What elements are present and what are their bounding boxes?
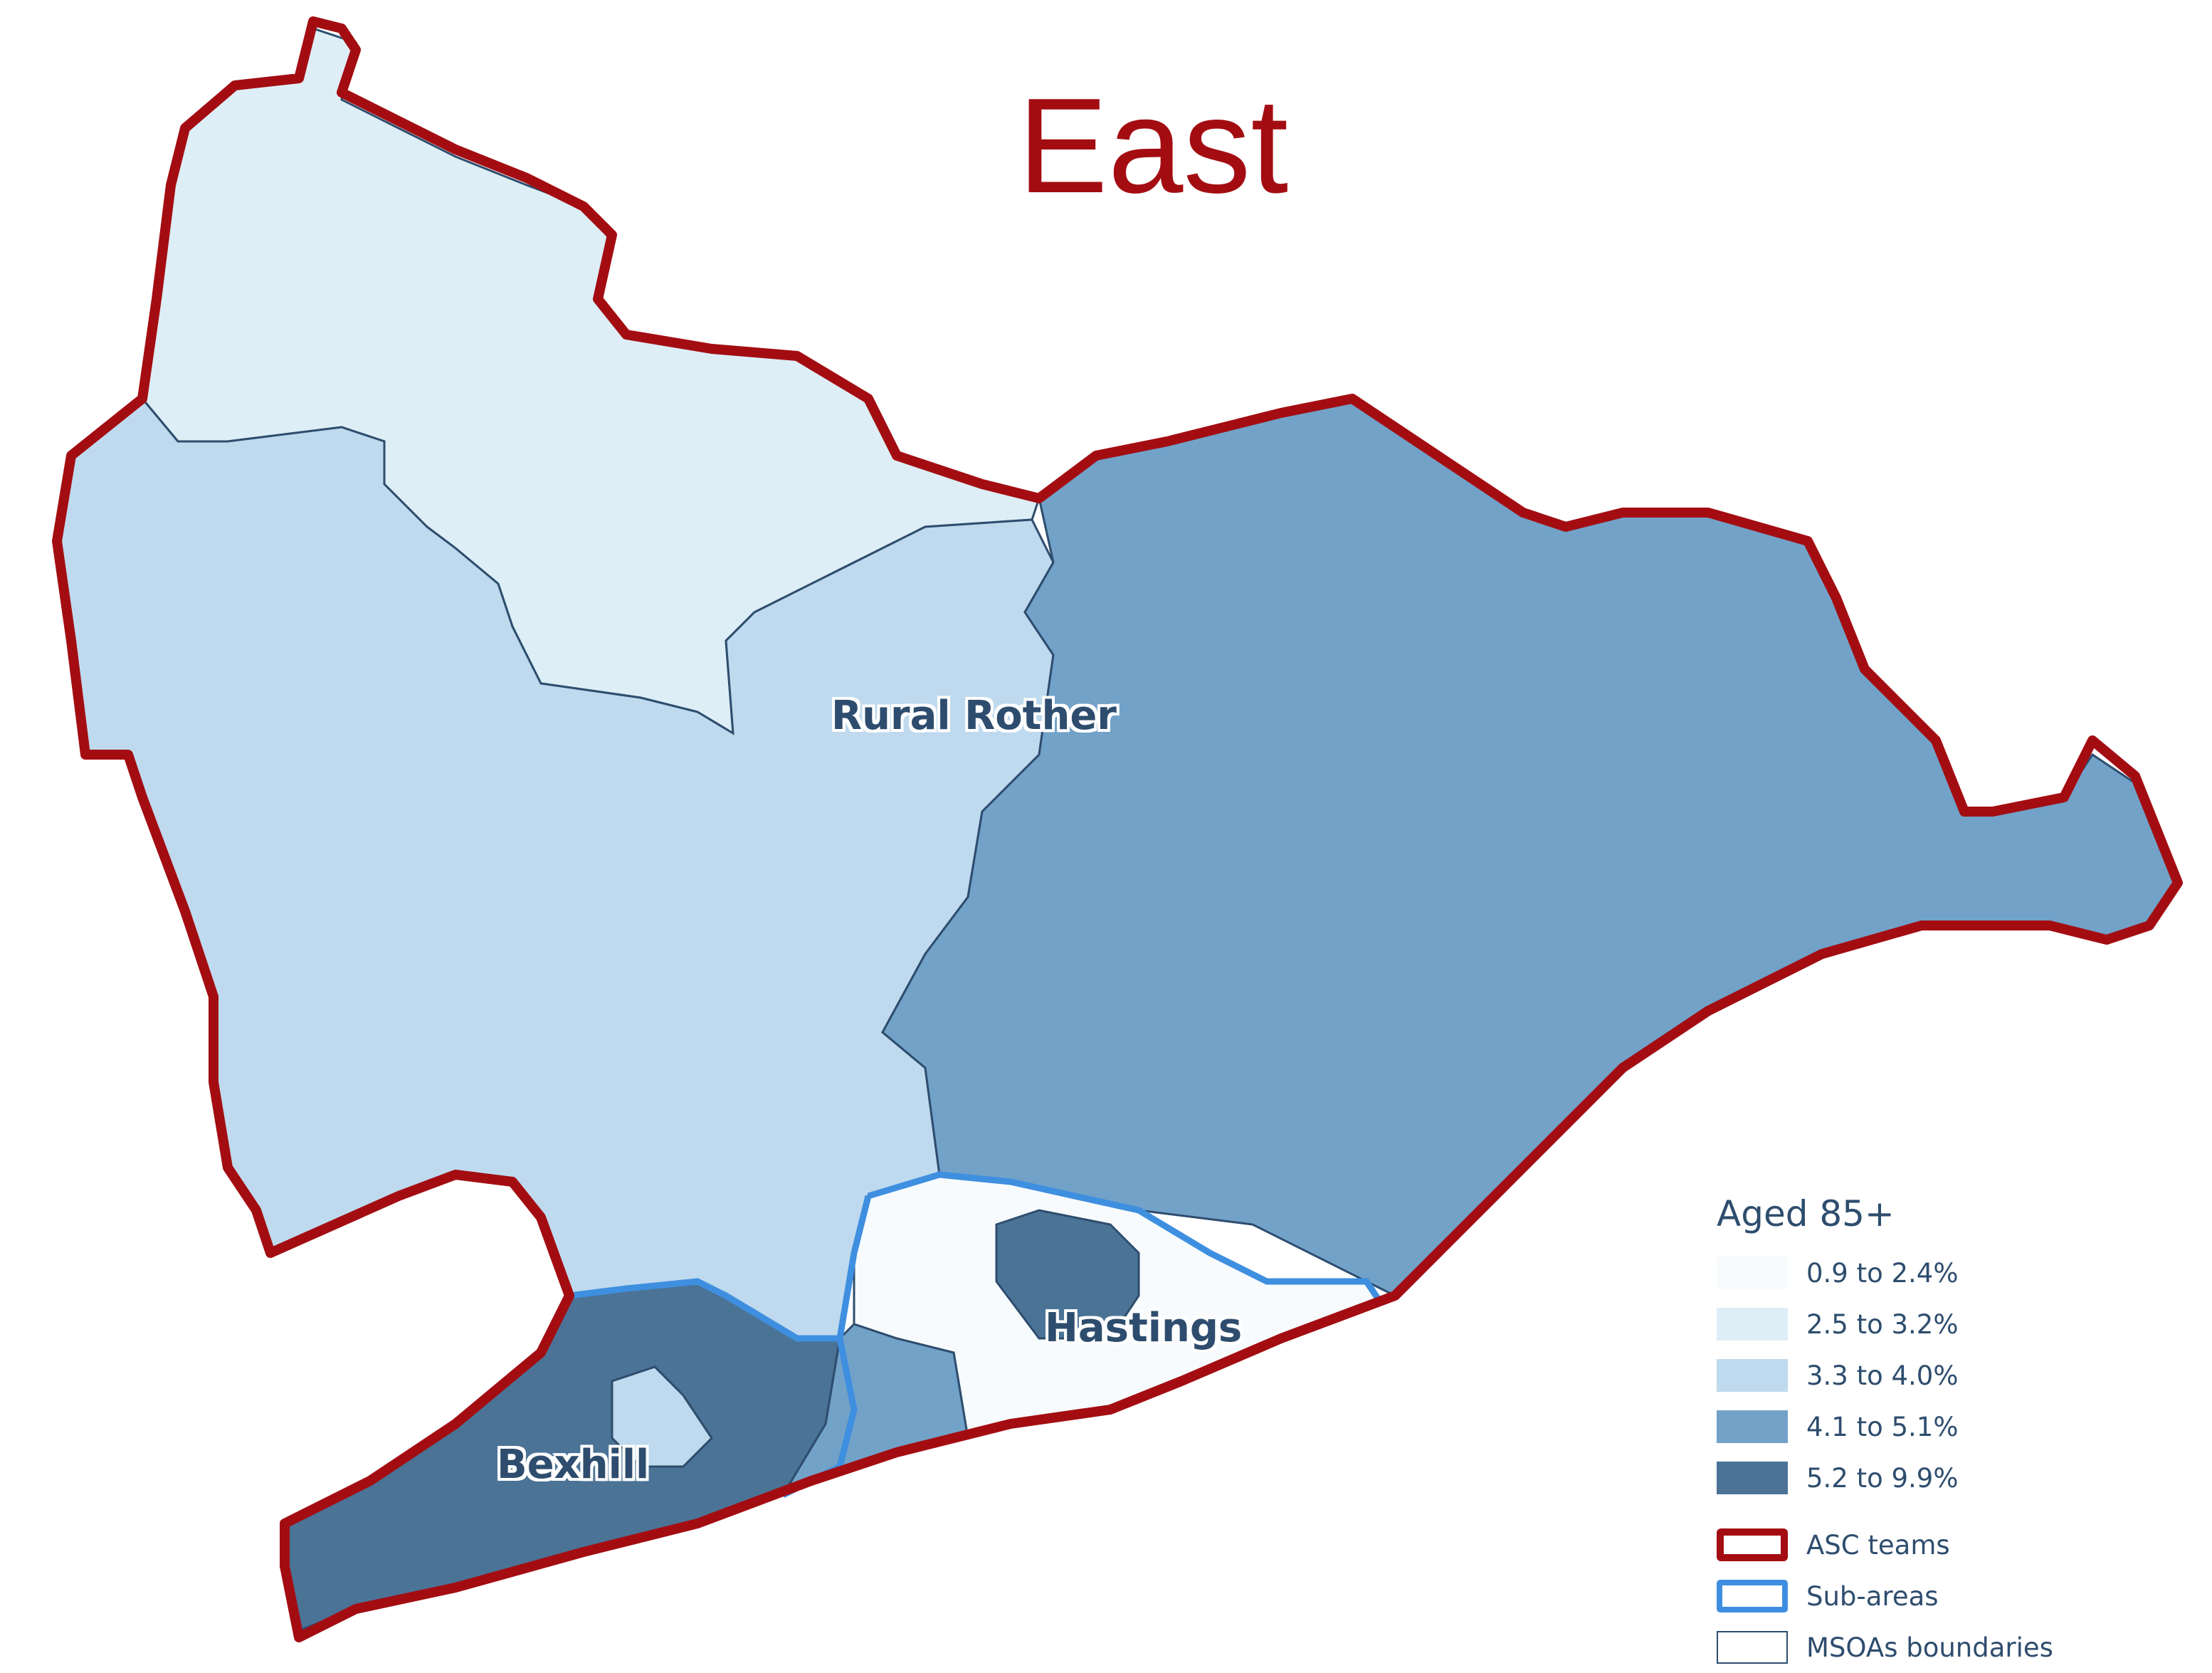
label-hastings: Hastings [1045, 1305, 1243, 1351]
legend-label: MSOAs boundaries [1806, 1632, 2053, 1663]
legend-title: Aged 85+ [1717, 1193, 1895, 1234]
legend-swatch-msoa [1717, 1631, 1788, 1664]
legend-swatch [1717, 1462, 1788, 1494]
legend-class-3: 3.3 to 4.0% [1717, 1350, 2172, 1401]
legend-msoa: MSOAs boundaries [1717, 1622, 2172, 1673]
legend-swatch-asc [1717, 1528, 1788, 1561]
label-rural-rother: Rural Rother [831, 693, 1117, 739]
legend-swatch [1717, 1257, 1788, 1289]
legend-sub-areas: Sub-areas [1717, 1570, 2172, 1622]
legend-label: 2.5 to 3.2% [1806, 1308, 1959, 1340]
region-hastings-dark [995, 1209, 1140, 1340]
legend-swatch [1717, 1308, 1788, 1341]
legend-label: 5.2 to 9.9% [1806, 1462, 1959, 1494]
legend-class-4: 4.1 to 5.1% [1717, 1401, 2172, 1452]
legend-swatch-sub-areas [1717, 1580, 1788, 1612]
legend-swatch [1717, 1359, 1788, 1392]
legend-label: 0.9 to 2.4% [1806, 1257, 1959, 1289]
map-title: East [1018, 70, 1289, 221]
legend-label: 3.3 to 4.0% [1806, 1360, 1959, 1391]
legend-swatch [1717, 1410, 1788, 1443]
legend: Aged 85+ 0.9 to 2.4% 2.5 to 3.2% 3.3 to … [1717, 1193, 2172, 1673]
region-bexhill-light [611, 1365, 713, 1468]
legend-asc-teams: ASC teams [1717, 1519, 2172, 1570]
legend-class-2: 2.5 to 3.2% [1717, 1299, 2172, 1350]
legend-class-5: 5.2 to 9.9% [1717, 1452, 2172, 1504]
legend-label: Sub-areas [1806, 1580, 1939, 1612]
legend-class-1: 0.9 to 2.4% [1717, 1247, 2172, 1299]
asc-team-boundary [52, 16, 2183, 1642]
label-bexhill: Bexhill [497, 1442, 650, 1488]
legend-label: ASC teams [1806, 1529, 1950, 1561]
legend-label: 4.1 to 5.1% [1806, 1411, 1959, 1442]
